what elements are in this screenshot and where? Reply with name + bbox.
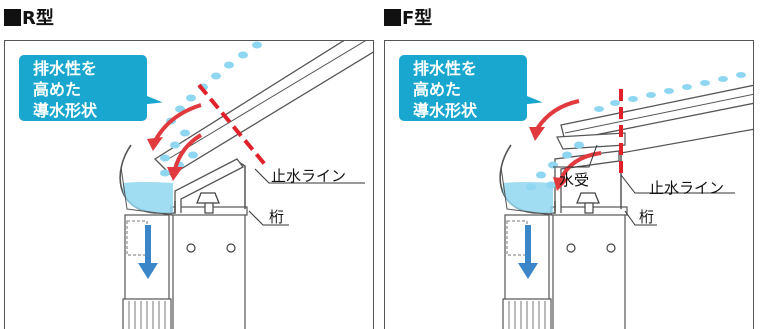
stop-line-leader (254, 168, 365, 184)
label-water-receiver: 水受 (559, 171, 590, 189)
beam-leader (624, 210, 657, 226)
bracket-nut (196, 192, 220, 204)
panel-title-r-text: R型 (22, 8, 54, 29)
gutter-inner-line (120, 166, 174, 216)
water-drops (160, 41, 262, 177)
roof-panel (560, 84, 753, 142)
panel-title-f: F型 (384, 4, 432, 30)
flow-arrow-lower-head (553, 177, 569, 191)
beam-post (552, 212, 626, 329)
roof-panel-line (564, 93, 753, 134)
bracket-bolt (584, 202, 594, 214)
beam-post (172, 212, 246, 329)
bracket-nut (576, 192, 600, 204)
label-stop-line: 止水ライン (649, 179, 725, 197)
callout-line-3: 導水形状 (413, 101, 478, 120)
flow-arrow-upper-head (529, 127, 545, 141)
label-stop-line: 止水ライン (271, 167, 347, 185)
diagram-f-drawing (499, 72, 753, 329)
gutter-water (502, 182, 553, 213)
flow-arrow-upper-head (147, 137, 163, 151)
bolt (186, 243, 196, 253)
roof-panel-line (164, 41, 366, 162)
label-beam: 桁 (639, 208, 655, 226)
bolt (566, 243, 576, 253)
drain-arrow-head (518, 263, 538, 279)
flow-arrow-upper (153, 103, 202, 142)
gutter-bracket (174, 158, 244, 213)
callout-line-1: 排水性を (413, 59, 478, 78)
bolt (226, 243, 236, 253)
panel-title-f-text: F型 (402, 8, 433, 29)
callout-drainage: 排水性を 高めた 導水形状 (399, 55, 527, 121)
beam-leader (248, 210, 289, 226)
downpipe-ribs (508, 301, 546, 329)
panel-title-r: R型 (4, 4, 54, 30)
water-drops (526, 72, 746, 191)
stop-line-leader (620, 174, 735, 194)
square-bullet-icon (384, 9, 401, 26)
flow-arrow-lower-head (167, 167, 183, 181)
callout-line-3: 導水形状 (33, 101, 98, 120)
gutter-water (122, 182, 173, 213)
diagram-r-type: 排水性を 高めた 導水形状 止水ライン 桁 (4, 40, 374, 329)
diagram-r-drawing (119, 41, 373, 329)
callout-line-1: 排水性を (33, 59, 98, 78)
flow-arrow-upper (535, 99, 580, 131)
square-bullet-icon (4, 9, 21, 26)
callout-line-2: 高めた (33, 80, 82, 99)
roof-underside (620, 128, 753, 154)
water-receiver-leader (553, 144, 598, 168)
gutter-inner-line (500, 166, 554, 216)
drain-arrow-head (138, 263, 158, 279)
bracket-bolt (204, 202, 214, 214)
flow-arrow-lower (559, 151, 602, 180)
flow-arrow-lower (173, 133, 203, 170)
diagram-f-type: 排水性を 高めた 導水形状 水受 止水ライン 桁 (384, 40, 754, 329)
callout-line-2: 高めた (413, 80, 462, 99)
bolt (606, 243, 616, 253)
label-beam: 桁 (269, 208, 285, 226)
callout-drainage: 排水性を 高めた 導水形状 (19, 55, 147, 121)
downpipe-ribs (128, 301, 166, 329)
